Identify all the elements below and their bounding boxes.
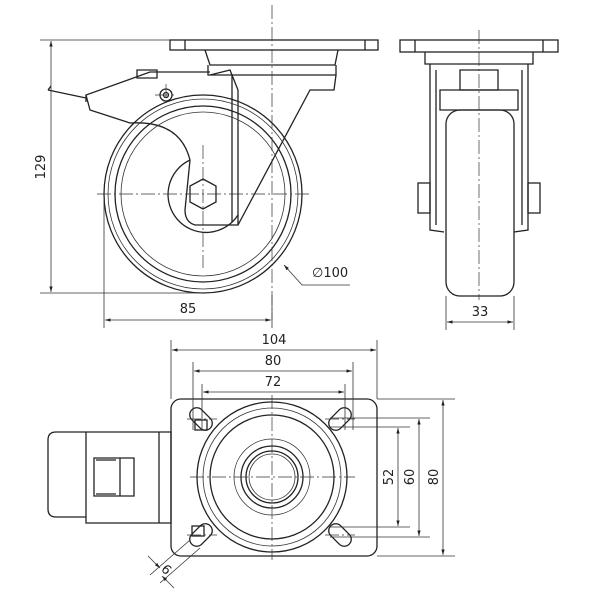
dim-wheel-diameter: ∅100 xyxy=(283,264,350,286)
dim-label-hole-spacing-inner-x: 72 xyxy=(265,375,282,390)
dim-label-hole-spacing-outer-y: 60 xyxy=(403,469,418,486)
dim-label-hole-spacing-outer-x: 80 xyxy=(265,354,282,369)
dim-label-plate-length: 104 xyxy=(262,333,287,348)
dim-height: 129 xyxy=(34,39,203,294)
dim-label-wheel-diameter: ∅100 xyxy=(312,266,348,281)
dim-label-height: 129 xyxy=(34,155,49,180)
side-view xyxy=(399,30,559,300)
dim-label-hole-spacing-inner-y: 52 xyxy=(382,469,397,486)
dim-label-plate-width: 80 xyxy=(427,469,442,486)
dim-label-hole-size: 9 xyxy=(159,560,175,576)
front-view xyxy=(47,5,379,320)
wheel-top xyxy=(47,431,172,524)
mounting-holes xyxy=(189,407,352,547)
top-dims: 104 80 72 52 60 80 9 xyxy=(147,333,455,589)
top-view xyxy=(47,395,378,560)
dim-label-offset: 85 xyxy=(180,302,197,317)
axle-nut xyxy=(189,178,217,210)
dim-label-wheel-width: 33 xyxy=(472,305,489,320)
dim-offset: 85 xyxy=(103,200,273,328)
dim-wheel-width: 33 xyxy=(445,296,515,330)
